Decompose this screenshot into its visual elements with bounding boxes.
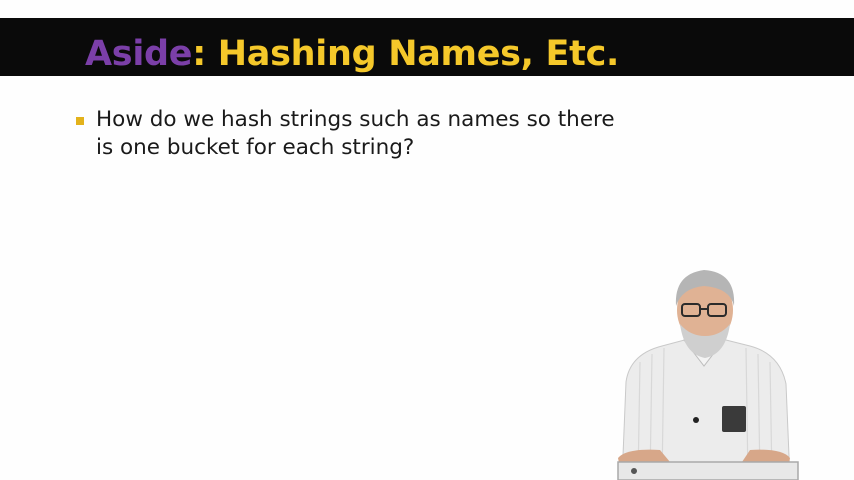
presenter-video-overlay (617, 270, 799, 480)
presenter-beard (680, 324, 730, 358)
title-bar: Aside: Hashing Names, Etc. (0, 18, 854, 76)
title-rest: : Hashing Names, Etc. (192, 34, 620, 74)
presenter-pocket (722, 406, 746, 432)
bullet-list: How do we hash strings such as names so … (76, 106, 616, 162)
bullet-item: How do we hash strings such as names so … (76, 106, 616, 162)
presenter-hair (675, 270, 735, 306)
slide-title: Aside: Hashing Names, Etc. (85, 32, 619, 76)
podium-edge (617, 461, 799, 480)
bullet-text: How do we hash strings such as names so … (96, 107, 615, 160)
title-highlight: Aside (85, 34, 193, 74)
bullet-square-icon (76, 117, 84, 125)
presenter-glasses (681, 303, 727, 317)
